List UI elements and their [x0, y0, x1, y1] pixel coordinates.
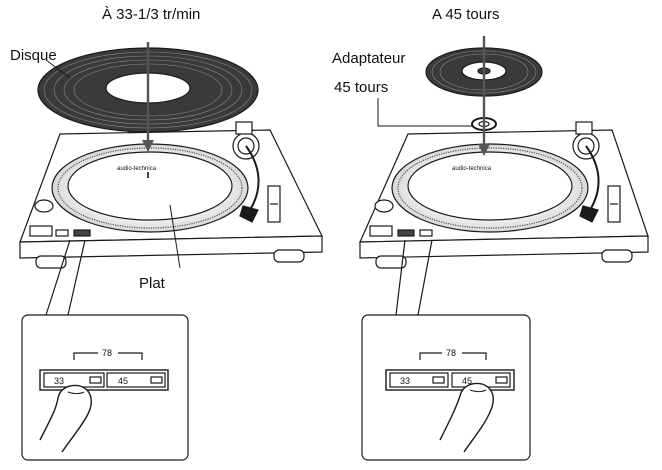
left-title: À 33-1/3 tr/min [102, 6, 201, 23]
left-33-label: 33 [54, 376, 64, 386]
platter-label: Plat [139, 275, 165, 292]
record-label: Disque [10, 47, 57, 64]
left-finger [39, 384, 92, 453]
left-45-label: 45 [118, 376, 128, 386]
right-33-label: 33 [400, 376, 410, 386]
adapter-label-line1: Adaptateur [332, 50, 406, 67]
right-title: A 45 tours [432, 6, 500, 23]
left-brand: audio-technica [117, 166, 157, 172]
right-finger [439, 382, 494, 453]
left-78-label: 78 [102, 348, 112, 358]
right-brand: audio-technica [452, 166, 492, 172]
adapter-label-line2: 45 tours [334, 79, 389, 96]
right-45-label: 45 [462, 376, 472, 386]
right-78-label: 78 [446, 348, 456, 358]
right-turntable: audio-technica 78 33 [359, 36, 649, 461]
left-turntable: audio-technica 78 [19, 42, 323, 461]
